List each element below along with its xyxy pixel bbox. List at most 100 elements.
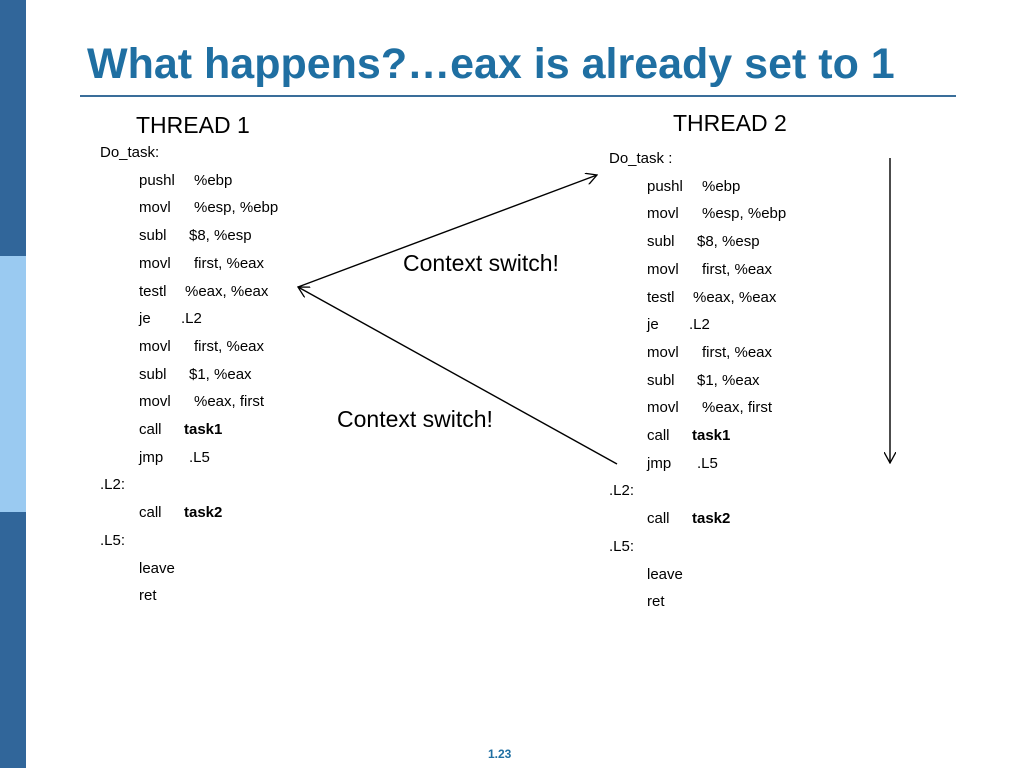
thread2-instruction: subl	[647, 371, 675, 389]
thread2-code-line: je .L2	[647, 315, 710, 335]
thread1-instruction: call	[139, 504, 162, 522]
thread1-instruction: testl	[139, 282, 167, 300]
thread2-code-line: subl $1, %eax	[647, 371, 760, 391]
thread2-instruction: pushl	[647, 177, 683, 195]
thread1-operand: .L5	[189, 448, 210, 466]
title-divider	[80, 95, 956, 97]
thread1-instruction: .L2:	[100, 476, 126, 494]
thread1-operand: first, %eax	[194, 254, 265, 272]
thread1-instruction: jmp	[139, 448, 164, 466]
thread2-code-line: ret	[647, 592, 665, 612]
thread2-code-line: Do_task :	[609, 149, 672, 169]
thread2-instruction: jmp	[647, 454, 672, 472]
page-number: 1.23	[488, 747, 512, 761]
thread1-instruction: movl	[139, 337, 171, 355]
thread1-operand: $8, %esp	[189, 227, 252, 245]
thread1-code-line: je.L2	[139, 309, 202, 329]
thread2-code-line: movl %esp, %ebp	[647, 204, 786, 224]
thread2-instruction: Do_task :	[609, 150, 673, 167]
thread2-code-line: .L2:	[609, 481, 634, 501]
thread1-instruction: call	[139, 421, 162, 438]
thread2-code-line: movl first, %eax	[647, 343, 772, 363]
thread1-code-line: testl %eax, %eax	[139, 282, 268, 302]
thread1-instruction: movl	[139, 254, 171, 272]
thread2-operand: $8, %esp	[697, 233, 760, 251]
thread1-operand: %eax, first	[194, 393, 265, 411]
thread1-operand: %ebp	[194, 171, 233, 189]
slide-title: What happens?…eax is already set to 1	[87, 40, 895, 88]
thread1-instruction: movl	[139, 199, 171, 217]
thread2-code-line: call task2	[647, 509, 730, 529]
thread2-code-line: pushl %ebp	[647, 177, 740, 197]
thread1-operand: first, %eax	[194, 337, 265, 355]
thread1-code-line: jmp .L5	[139, 448, 210, 468]
thread2-operand: task2	[692, 510, 731, 528]
thread1-code-line: movl first, %eax	[139, 337, 264, 357]
thread2-code-line: movl first, %eax	[647, 260, 772, 280]
thread1-code-line: subl $1, %eax	[139, 365, 252, 385]
thread1-code-line: leave	[139, 559, 175, 579]
thread1-operand: %eax, %eax	[185, 282, 269, 300]
thread1-operand: $1, %eax	[189, 365, 252, 383]
thread2-operand: .L5	[697, 454, 718, 472]
thread2-operand: %esp, %ebp	[702, 205, 787, 223]
thread1-instruction: subl	[139, 365, 167, 383]
thread1-instruction: ret	[139, 587, 157, 605]
thread2-instruction: movl	[647, 399, 679, 417]
thread1-operand: task2	[184, 504, 223, 522]
thread2-heading: THREAD 2	[673, 110, 787, 136]
thread2-operand: first, %eax	[702, 343, 773, 361]
thread1-instruction: Do_task:	[100, 144, 160, 161]
switch-back-to-thread1-arrow	[298, 287, 618, 465]
thread1-instruction: pushl	[139, 171, 175, 189]
thread1-code-line: subl $8, %esp	[139, 226, 252, 246]
thread1-instruction: .L5:	[100, 531, 126, 549]
thread2-instruction: ret	[647, 593, 665, 611]
thread1-code-line: .L5:	[100, 531, 125, 551]
thread2-code-line: subl $8, %esp	[647, 232, 760, 252]
thread1-code-line: movl first, %eax	[139, 254, 264, 274]
thread2-operand: task1	[692, 427, 731, 444]
thread2-instruction: testl	[647, 288, 675, 306]
thread1-code-line: ret	[139, 586, 157, 606]
thread2-instruction: .L5:	[609, 537, 635, 555]
thread1-instruction: movl	[139, 393, 171, 411]
thread2-instruction: movl	[647, 343, 679, 361]
thread1-code-line: movl %esp, %ebp	[139, 198, 278, 218]
thread2-instruction: movl	[647, 260, 679, 278]
thread1-code-line: Do_task:	[100, 143, 159, 163]
thread1-instruction: je	[139, 310, 151, 328]
thread1-code-line: call task2	[139, 503, 222, 523]
thread2-instruction: leave	[647, 565, 683, 583]
context-switch-label-top: Context switch!	[403, 250, 559, 276]
thread2-code-line: call task1	[647, 426, 730, 446]
thread2-instruction: call	[647, 427, 670, 444]
thread2-operand: %ebp	[702, 177, 741, 195]
thread2-instruction: je	[647, 316, 659, 334]
thread2-instruction: call	[647, 510, 670, 528]
thread1-instruction: subl	[139, 227, 167, 245]
thread2-instruction: subl	[647, 233, 675, 251]
thread2-operand: %eax, first	[702, 399, 773, 417]
thread1-code-line: movl %eax, first	[139, 392, 264, 412]
thread1-code-line: .L2:	[100, 475, 125, 495]
thread1-instruction: leave	[139, 559, 175, 577]
thread2-operand: .L2	[689, 316, 710, 334]
thread2-code-line: jmp .L5	[647, 454, 718, 474]
side-bar-bottom-segment	[0, 512, 26, 768]
thread2-code-line: leave	[647, 565, 683, 585]
thread1-heading: THREAD 1	[136, 112, 250, 138]
thread2-operand: $1, %eax	[697, 371, 760, 389]
thread2-operand: first, %eax	[702, 260, 773, 278]
context-switch-label-bottom: Context switch!	[337, 406, 493, 432]
side-bar-middle-segment	[0, 256, 26, 512]
thread2-instruction: movl	[647, 205, 679, 223]
side-accent-bar	[0, 0, 26, 768]
thread2-code-line: .L5:	[609, 537, 634, 557]
thread2-code-line: testl%eax, %eax	[647, 288, 776, 308]
thread2-code-line: movl %eax, first	[647, 398, 772, 418]
thread1-operand: %esp, %ebp	[194, 199, 279, 217]
side-bar-top-segment	[0, 0, 26, 256]
